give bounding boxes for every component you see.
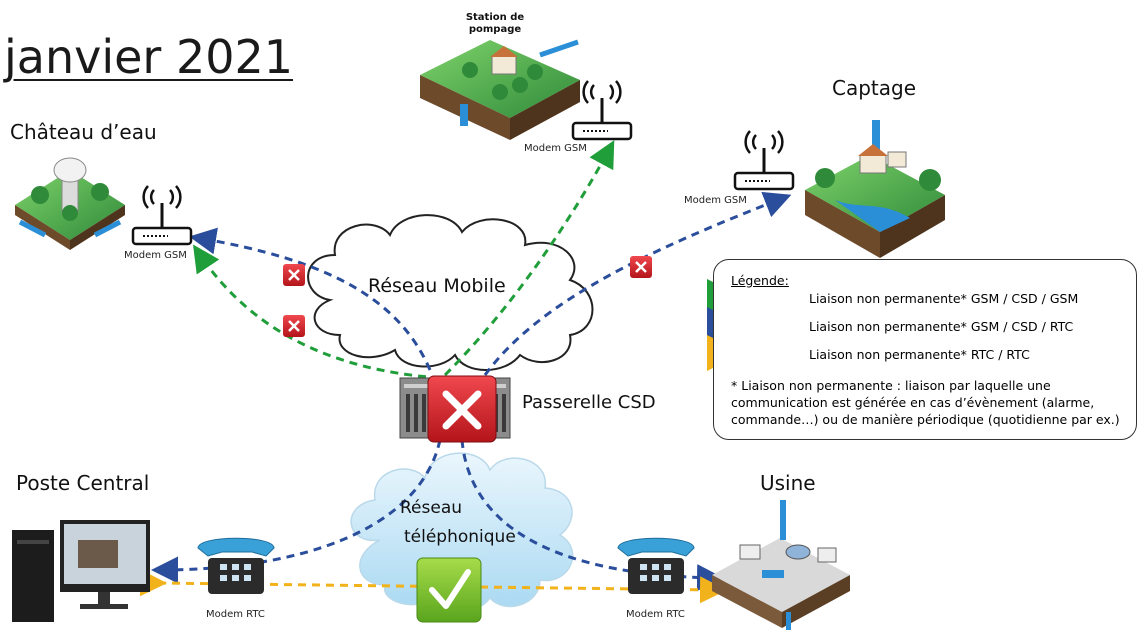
legend-row-gsm-rtc: Liaison non permanente* GSM / CSD / RTC xyxy=(809,319,1074,334)
legend-title: Légende: xyxy=(731,273,789,288)
gateway-rack xyxy=(399,375,511,443)
legend-box: Légende: Liaison non permanente* GSM / C… xyxy=(713,259,1137,440)
phone-modem-icon xyxy=(197,537,275,594)
modem-label-usine: Modem RTC xyxy=(626,609,685,620)
computer-icon xyxy=(12,520,150,622)
legend-note: * Liaison non permanente : liaison par l… xyxy=(731,378,1120,427)
link-rtc-chateau-blue xyxy=(189,227,432,371)
link-gsm-station xyxy=(443,140,615,377)
gsm-modem-icon xyxy=(733,130,795,191)
station-tile xyxy=(420,39,580,140)
phone-modem-icon xyxy=(617,537,695,594)
cloud-label-mobile: Réseau Mobile xyxy=(368,275,506,297)
modem-label-station: Modem GSM xyxy=(524,143,587,154)
legend-row-gsm-gsm: Liaison non permanente* GSM / CSD / GSM xyxy=(809,291,1079,306)
modem-label-chateau: Modem GSM xyxy=(124,250,187,261)
legend-row-rtc-rtc: Liaison non permanente* RTC / RTC xyxy=(809,347,1030,362)
gsm-modem-icon xyxy=(131,185,193,246)
cloud-label-phone-1: Réseau xyxy=(400,498,463,518)
link-rtc-poste xyxy=(151,439,442,584)
cross-badge xyxy=(283,315,305,337)
site-label-station: Station de pompage xyxy=(465,12,525,35)
site-label-usine: Usine xyxy=(760,471,816,495)
site-label-poste: Poste Central xyxy=(16,471,150,495)
cloud-label-phone-2: téléphonique xyxy=(404,527,516,547)
mobile-network-cloud xyxy=(307,214,594,371)
cross-badge xyxy=(283,264,305,286)
modem-label-captage: Modem GSM xyxy=(684,195,747,206)
cross-badge xyxy=(630,256,652,278)
captage-tile xyxy=(805,120,945,258)
link-rtc-captage xyxy=(483,191,792,376)
page-title: janvier 2021 xyxy=(4,30,294,84)
usine-tile xyxy=(712,500,850,630)
chateau-tile xyxy=(15,157,125,250)
check-badge xyxy=(416,557,482,623)
site-label-captage: Captage xyxy=(832,76,917,100)
gsm-modem-icon xyxy=(571,80,633,141)
modem-label-poste: Modem RTC xyxy=(206,609,265,620)
gateway-label: Passerelle CSD xyxy=(522,392,656,413)
site-label-chateau: Château d’eau xyxy=(10,120,157,144)
